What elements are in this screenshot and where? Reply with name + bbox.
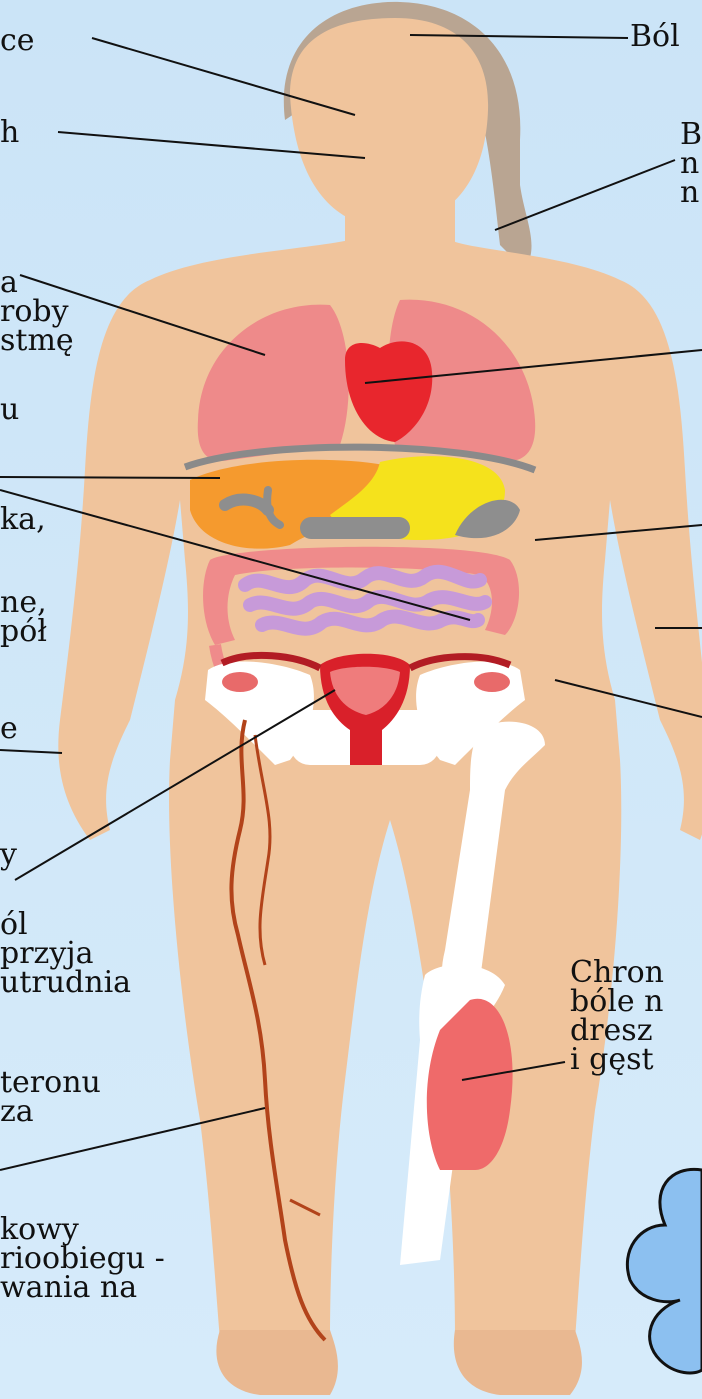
label-right-3: Chron bóle n dresz i gęst <box>570 958 664 1074</box>
small-intestines <box>245 572 485 629</box>
cloud-shape <box>627 1169 702 1373</box>
label-left-8: y <box>0 840 17 869</box>
label-right-1: Ból <box>630 22 680 51</box>
label-right-2: B n n <box>680 120 702 207</box>
label-left-11: kowy rioobiegu - wania na <box>0 1215 165 1302</box>
label-left-7: e <box>0 714 18 743</box>
label-left-9: ól przyja utrudnia <box>0 910 131 997</box>
label-left-3: a roby stmę <box>0 268 74 355</box>
label-left-6: ne, pół <box>0 588 47 646</box>
label-top-left-1: ce <box>0 26 35 55</box>
label-left-4: u <box>0 395 19 424</box>
label-top-left-2: h <box>0 118 19 147</box>
label-left-5: ka, <box>0 505 46 534</box>
label-left-10: teronu za <box>0 1068 101 1126</box>
